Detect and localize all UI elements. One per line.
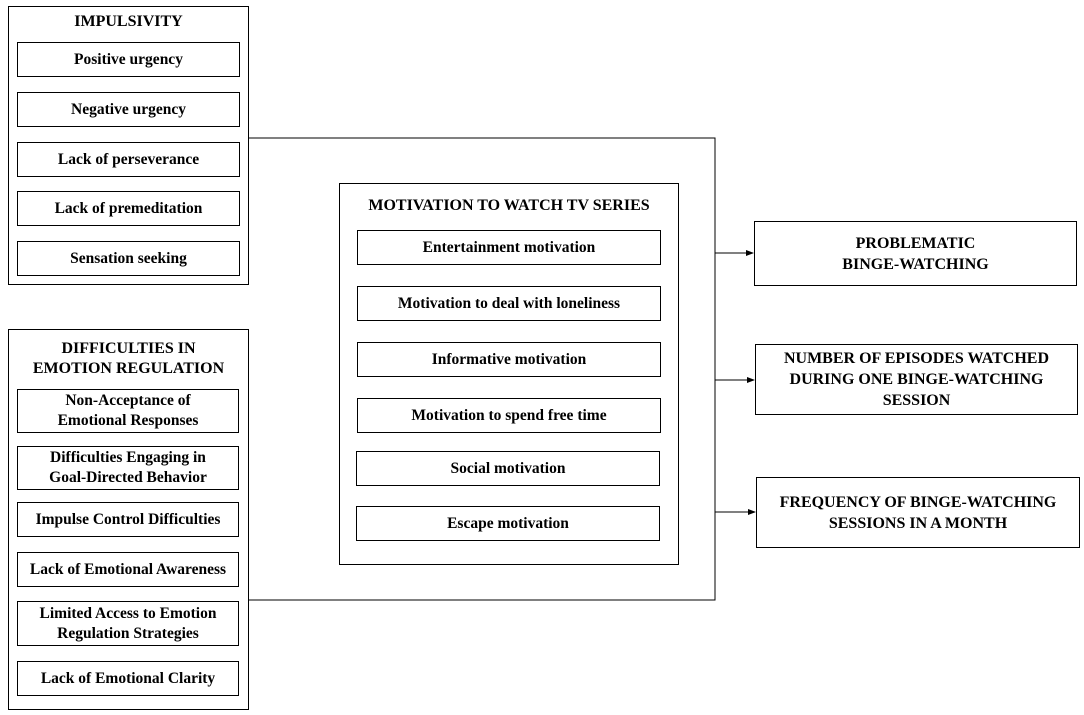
emotion-regulation-title-2: EMOTION REGULATION (32, 360, 225, 377)
outcome-session-frequency: FREQUENCY OF BINGE-WATCHING SESSIONS IN … (756, 477, 1080, 548)
emotion-regulation-item: Impulse Control Difficulties (17, 502, 239, 537)
motivation-title: MOTIVATION TO WATCH TV SERIES (368, 197, 650, 214)
impulsivity-title: IMPULSIVITY (74, 13, 183, 30)
outcome-line: NUMBER OF EPISODES WATCHED (783, 350, 1050, 367)
motivation-item: Motivation to spend free time (357, 398, 661, 433)
item-line: Goal-Directed Behavior (49, 469, 207, 486)
item-line: Difficulties Engaging in (50, 449, 206, 466)
emotion-regulation-item: Difficulties Engaging in Goal-Directed B… (17, 446, 239, 490)
outcome-line: FREQUENCY OF BINGE-WATCHING (779, 493, 1057, 511)
impulsivity-item: Positive urgency (17, 42, 240, 77)
outcome-line: DURING ONE BINGE-WATCHING (789, 371, 1044, 388)
item-line: Emotional Responses (57, 412, 199, 429)
motivation-group: MOTIVATION TO WATCH TV SERIES Entertainm… (339, 183, 679, 565)
outcome-episodes-watched: NUMBER OF EPISODES WATCHED DURING ONE BI… (755, 344, 1078, 415)
impulsivity-item: Lack of premeditation (17, 191, 240, 226)
outcome-line: SESSIONS IN A MONTH (828, 514, 1008, 532)
outcome-line: BINGE-WATCHING (842, 255, 989, 273)
emotion-regulation-title-1: DIFFICULTIES IN (61, 340, 196, 357)
motivation-item: Motivation to deal with loneliness (357, 286, 661, 321)
emotion-regulation-item: Limited Access to Emotion Regulation Str… (17, 601, 239, 646)
outcome-problematic-binge-watching: PROBLEMATIC BINGE-WATCHING (754, 221, 1077, 286)
item-line: Regulation Strategies (57, 624, 199, 642)
impulsivity-item: Negative urgency (17, 92, 240, 127)
item-line: Non-Acceptance of (65, 392, 191, 409)
impulsivity-group: IMPULSIVITY Positive urgency Negative ur… (8, 6, 249, 285)
motivation-item: Social motivation (356, 451, 660, 486)
motivation-item: Informative motivation (357, 342, 661, 377)
item-line: Limited Access to Emotion (39, 604, 217, 622)
emotion-regulation-item: Non-Acceptance of Emotional Responses (17, 389, 239, 433)
emotion-regulation-group: DIFFICULTIES IN EMOTION REGULATION Non-A… (8, 329, 249, 710)
emotion-regulation-item: Lack of Emotional Clarity (17, 661, 239, 696)
motivation-item: Escape motivation (356, 506, 660, 541)
outcome-line: PROBLEMATIC (855, 234, 976, 252)
motivation-item: Entertainment motivation (357, 230, 661, 265)
impulsivity-connector (249, 137, 716, 601)
emotion-regulation-item: Lack of Emotional Awareness (17, 552, 239, 587)
impulsivity-item: Lack of perseverance (17, 142, 240, 177)
impulsivity-item: Sensation seeking (17, 241, 240, 276)
outcome-line: SESSION (882, 392, 951, 409)
